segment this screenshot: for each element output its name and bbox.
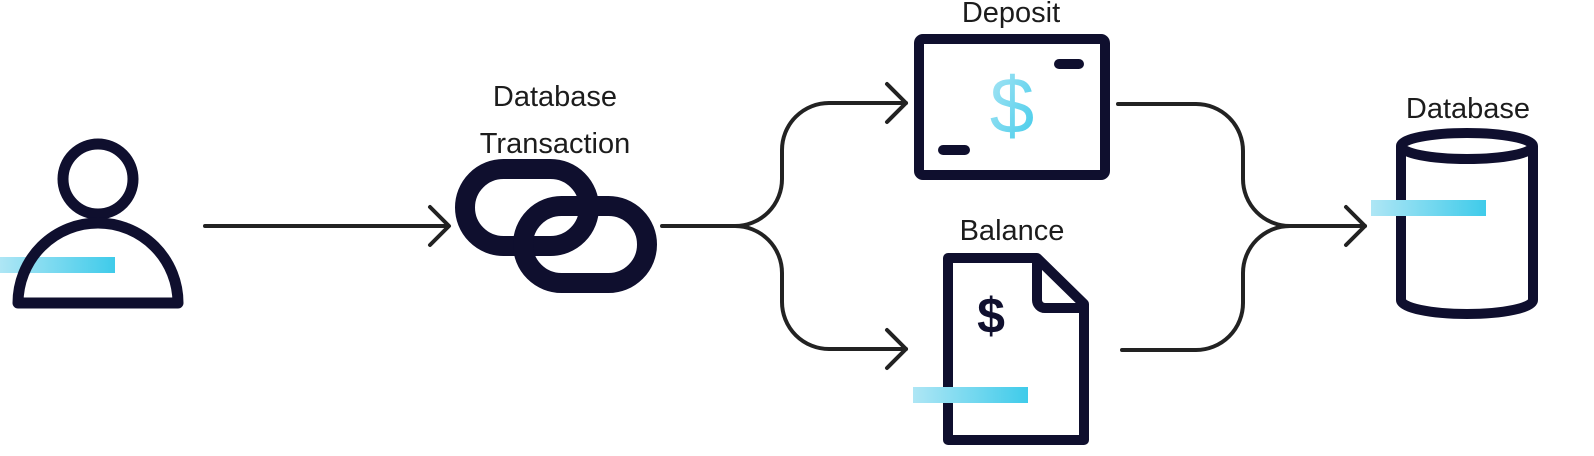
database-node: Database [1371,93,1538,319]
transaction-node: Database Transaction [455,81,657,293]
balance-node: Balance $ [913,215,1089,445]
connectors [203,82,1367,370]
chain-link-icon [455,159,657,293]
arrowhead-balance [885,328,908,370]
arrow-transaction-to-deposit [660,101,908,228]
deposit-dollar-sign: $ [990,61,1035,150]
invoice-document-icon: $ [943,253,1089,445]
database-cylinder-icon [1396,128,1538,319]
arrowhead-database [1344,205,1367,247]
database-label: Database [1406,93,1530,125]
transaction-label-line1: Database [493,81,617,113]
arrowhead-transaction [428,205,451,247]
arrow-transaction-to-balance [733,224,908,351]
user-accent-bar [0,257,115,273]
banknote-icon: $ [914,34,1110,180]
transaction-label-line2: Transaction [480,128,630,160]
arrowhead-deposit [885,82,908,124]
user-node [0,138,184,309]
balance-accent-bar [913,387,1028,403]
database-accent-bar [1371,200,1486,216]
deposit-label: Deposit [962,0,1060,29]
deposit-node: Deposit $ [914,0,1110,180]
balance-label: Balance [960,215,1065,247]
arrow-deposit-to-database [1116,102,1367,228]
arrow-balance-to-database [1120,224,1292,352]
user-icon [12,138,184,309]
balance-dollar-sign: $ [977,288,1005,344]
